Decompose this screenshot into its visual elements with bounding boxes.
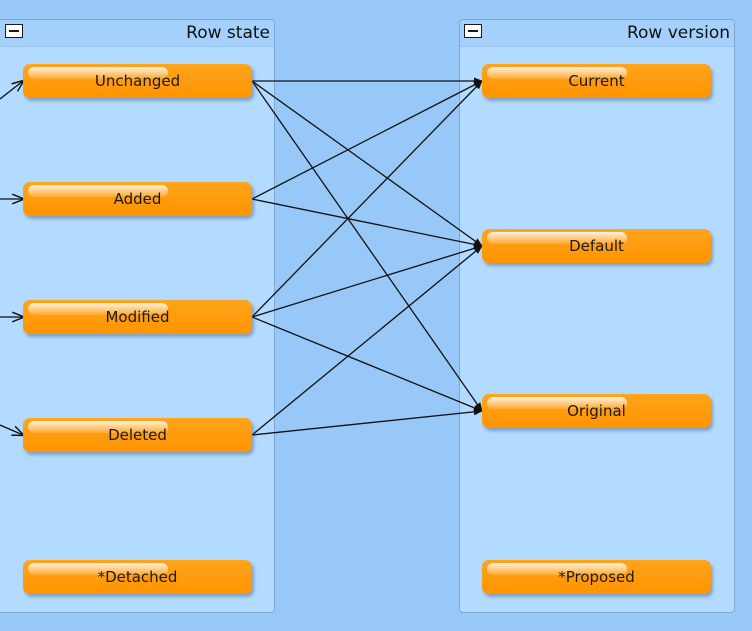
edge-unchanged-to-original <box>251 80 483 412</box>
incoming-edge-deleted <box>0 424 23 435</box>
edge-modified-to-original <box>251 316 483 412</box>
node-proposed-label: *Proposed <box>558 568 635 586</box>
node-original-label: Original <box>567 402 626 420</box>
node-modified-label: Modified <box>105 308 170 326</box>
node-default-label: Default <box>569 237 624 255</box>
node-modified[interactable]: Modified <box>23 300 252 334</box>
node-deleted-label: Deleted <box>108 426 167 444</box>
edge-added-to-current <box>251 80 483 200</box>
row-state-title: Row state <box>186 23 270 43</box>
edge-modified-to-current <box>251 80 483 318</box>
node-unchanged[interactable]: Unchanged <box>23 64 252 98</box>
row-version-title: Row version <box>626 23 730 43</box>
edge-deleted-to-default <box>251 245 483 436</box>
node-original[interactable]: Original <box>482 394 711 428</box>
node-added-label: Added <box>113 190 162 208</box>
edge-modified-to-default <box>251 244 483 318</box>
node-current-label: Current <box>568 72 625 90</box>
row-version-group: Row version <box>459 19 735 613</box>
node-default[interactable]: Default <box>482 229 711 263</box>
row-version-collapse-icon[interactable] <box>464 24 482 38</box>
edge-added-to-default <box>251 198 483 248</box>
row-state-collapse-icon[interactable] <box>5 24 23 38</box>
node-unchanged-label: Unchanged <box>94 72 181 90</box>
edge-unchanged-to-default <box>251 80 483 247</box>
row-state-group-header: Row state <box>0 20 274 47</box>
node-added[interactable]: Added <box>23 182 252 216</box>
node-proposed[interactable]: *Proposed <box>482 560 711 594</box>
node-detached[interactable]: *Detached <box>23 560 252 594</box>
node-deleted[interactable]: Deleted <box>23 418 252 452</box>
edge-deleted-to-original <box>251 408 483 436</box>
node-current[interactable]: Current <box>482 64 711 98</box>
row-version-group-header: Row version <box>460 20 734 47</box>
node-detached-label: *Detached <box>97 568 178 586</box>
incoming-edge-unchanged <box>0 81 23 100</box>
